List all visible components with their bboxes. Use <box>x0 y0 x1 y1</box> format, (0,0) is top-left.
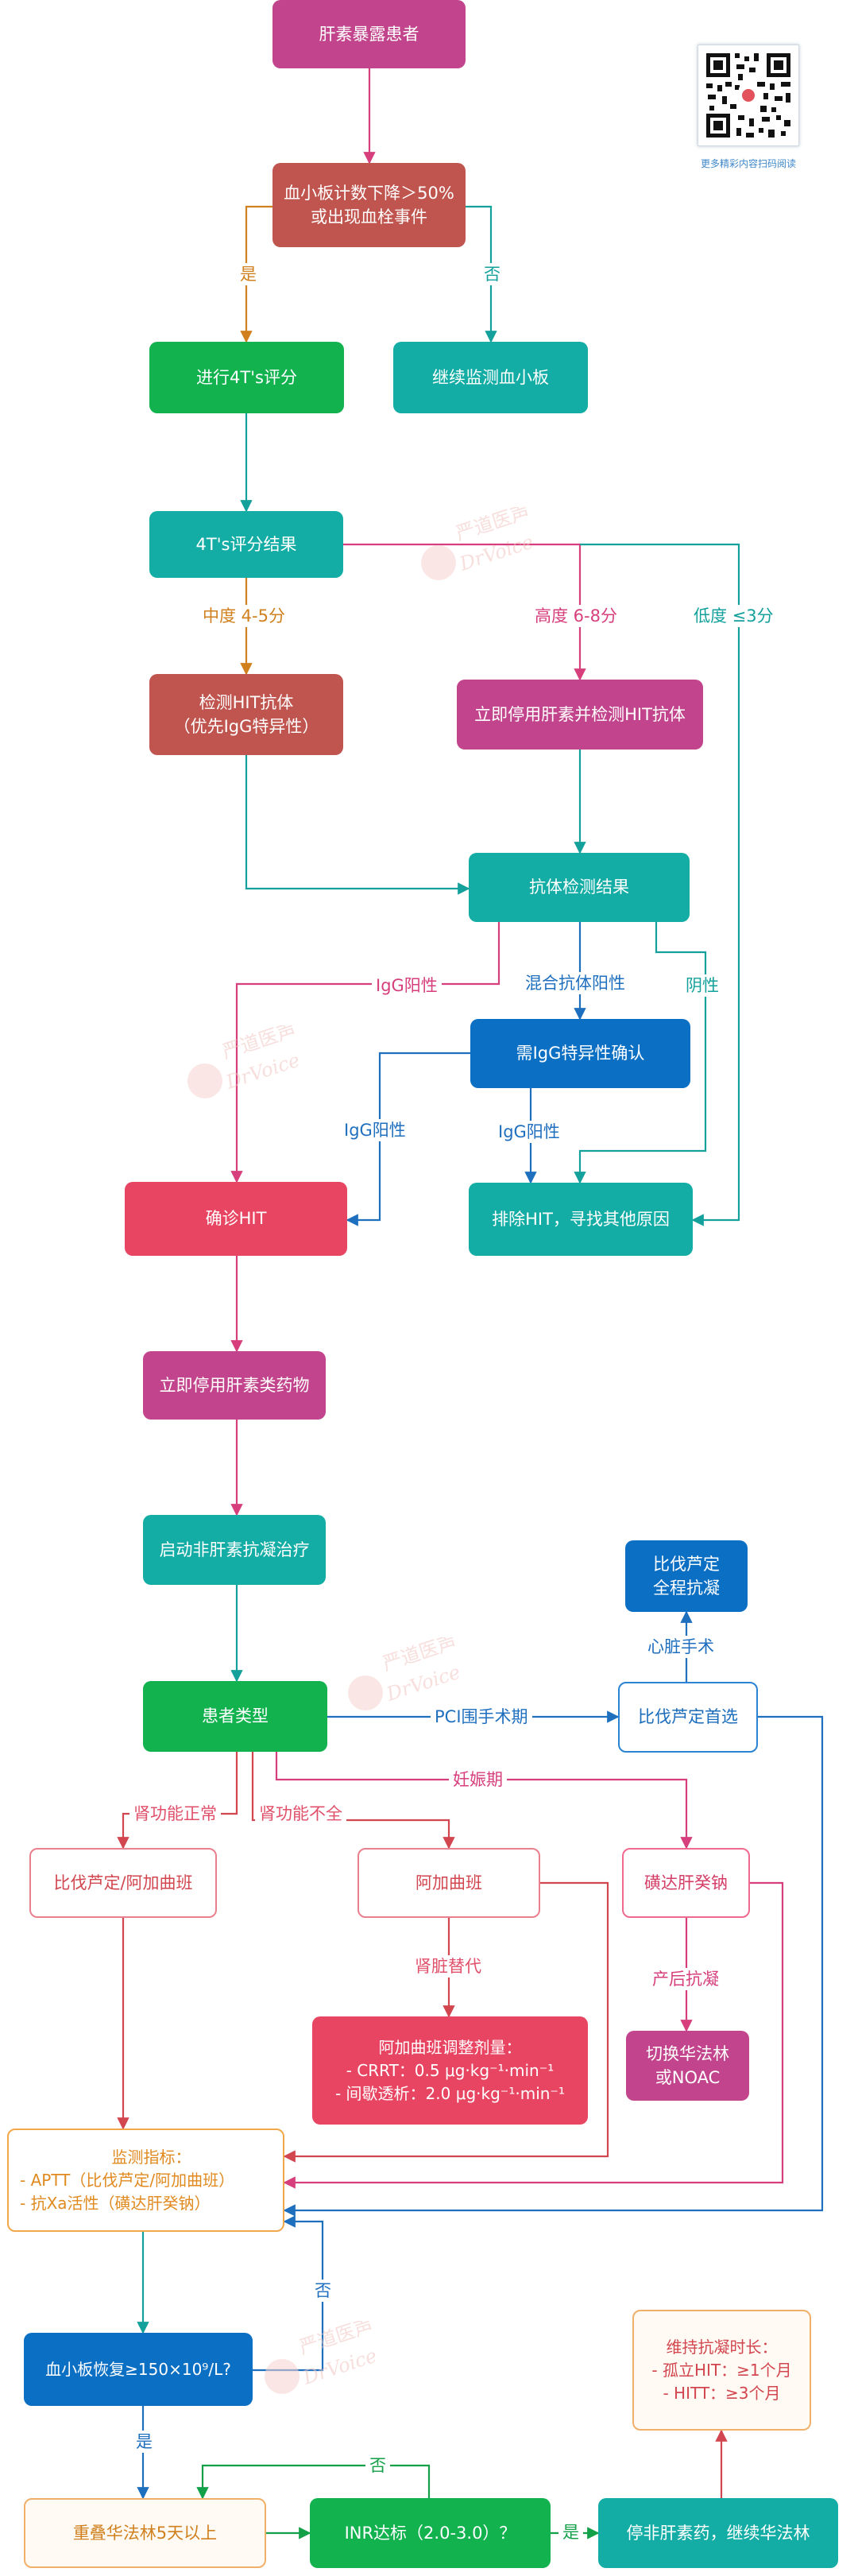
node-stop-heparin-drugs: 立即停用肝素类药物 <box>143 1351 326 1420</box>
edge-label-negative: 阴性 <box>682 974 723 997</box>
node-antibody-result-text: 抗体检测结果 <box>529 877 629 897</box>
node-monitor-platelet-text: 继续监测血小板 <box>432 367 549 387</box>
node-platelet-drop-line2: 或出现血栓事件 <box>311 207 427 227</box>
node-monitor-platelet: 继续监测血小板 <box>393 342 588 413</box>
node-monitor-index-aptt: - APTT（比伐芦定/阿加曲班） <box>20 2170 235 2190</box>
edge-label-renal-insufficient: 肾功能不全 <box>255 1803 346 1825</box>
node-start-text: 肝素暴露患者 <box>319 24 419 44</box>
node-inr: INR达标（2.0-3.0）？ <box>310 2498 551 2568</box>
node-switch-line1: 切换华法林 <box>646 2043 729 2063</box>
node-detect-hit-line2: （优先IgG特异性） <box>173 717 319 736</box>
node-duration-isolated: - 孤立HIT：≥1个月 <box>651 2360 792 2380</box>
node-argatroban-dose: 阿加曲班调整剂量： - CRRT：0.5 μg·kg⁻¹·min⁻¹ - 间歇透… <box>312 2016 588 2125</box>
node-switch-warfarin: 切换华法林 或NOAC <box>626 2031 749 2101</box>
node-argatroban-text: 阿加曲班 <box>415 1873 482 1892</box>
edge-label-mixed-positive: 混合抗体阳性 <box>521 972 629 994</box>
node-platelet-recover-text: 血小板恢复≥150×10⁹/L? <box>45 2359 231 2379</box>
node-start-nonheparin: 启动非肝素抗凝治疗 <box>143 1515 326 1585</box>
node-stop-heparin-detect-text: 立即停用肝素并检测HIT抗体 <box>474 704 686 724</box>
node-duration-title: 维持抗凝时长： <box>666 2337 778 2357</box>
edge-label-high: 高度 6-8分 <box>531 605 621 627</box>
node-confirm-hit: 确诊HIT <box>125 1182 347 1256</box>
node-inr-text: INR达标（2.0-3.0）？ <box>344 2523 516 2543</box>
node-4ts-score: 进行4T's评分 <box>149 342 344 413</box>
node-duration: 维持抗凝时长： - 孤立HIT：≥1个月 - HITT：≥3个月 <box>632 2310 811 2431</box>
edge-label-igg-positive: IgG阳性 <box>372 974 442 997</box>
node-detect-hit-antibody: 检测HIT抗体 （优先IgG特异性） <box>149 674 343 755</box>
node-confirm-hit-text: 确诊HIT <box>205 1209 267 1229</box>
node-argatroban-dose-title: 阿加曲班调整剂量： <box>378 2037 522 2057</box>
node-argatroban: 阿加曲班 <box>358 1848 540 1918</box>
edge-label-yes-3: 是 <box>558 2521 583 2543</box>
node-fondaparinux-text: 磺达肝癸钠 <box>644 1873 728 1892</box>
node-start: 肝素暴露患者 <box>272 0 466 68</box>
node-bival-arga: 比伐芦定/阿加曲班 <box>29 1848 217 1918</box>
node-patient-type: 患者类型 <box>143 1681 327 1752</box>
node-score-result: 4T's评分结果 <box>149 511 343 578</box>
edge-label-renal-normal: 肾功能正常 <box>129 1803 221 1825</box>
edge-label-igg-positive-3: IgG阳性 <box>494 1121 564 1143</box>
qr-code-icon <box>698 45 798 145</box>
node-argatroban-dose-crrt: - CRRT：0.5 μg·kg⁻¹·min⁻¹ <box>346 2060 555 2080</box>
node-platelet-drop: 血小板计数下降＞50% 或出现血栓事件 <box>272 163 466 247</box>
edge-label-cardiac-surgery: 心脏手术 <box>644 1636 718 1658</box>
node-platelet-drop-line1: 血小板计数下降＞50% <box>284 183 454 203</box>
node-exclude-hit-text: 排除HIT，寻找其他原因 <box>492 1209 670 1229</box>
node-switch-line2: 或NOAC <box>655 2068 721 2087</box>
node-stop-heparin-warfarin: 停非肝素药，继续华法林 <box>598 2498 838 2568</box>
node-score-result-text: 4T's评分结果 <box>195 534 297 554</box>
edge-label-pci: PCI围手术期 <box>431 1706 532 1728</box>
node-igg-confirm: 需IgG特异性确认 <box>470 1019 690 1088</box>
node-igg-confirm-text: 需IgG特异性确认 <box>516 1044 645 1063</box>
node-overlap-warfarin: 重叠华法林5天以上 <box>24 2498 266 2568</box>
edge-label-no: 否 <box>480 263 504 285</box>
edge-label-no-3: 否 <box>365 2454 390 2477</box>
qr-caption: 更多精彩内容扫码阅读 <box>700 158 796 169</box>
node-bival-full-line2: 全程抗凝 <box>653 1579 720 1598</box>
node-platelet-recover: 血小板恢复≥150×10⁹/L? <box>24 2333 253 2406</box>
node-patient-type-text: 患者类型 <box>202 1706 269 1726</box>
node-start-nonheparin-text: 启动非肝素抗凝治疗 <box>159 1540 310 1559</box>
node-bival-arga-text: 比伐芦定/阿加曲班 <box>53 1873 193 1892</box>
node-monitor-index-title: 监测指标： <box>111 2147 191 2167</box>
node-argatroban-dose-dialysis: - 间歇透析：2.0 μg·kg⁻¹·min⁻¹ <box>334 2083 565 2103</box>
edge-label-moderate: 中度 4-5分 <box>199 605 289 627</box>
node-exclude-hit: 排除HIT，寻找其他原因 <box>469 1183 693 1256</box>
qr-code[interactable] <box>698 45 799 146</box>
edge-label-yes: 是 <box>236 263 261 285</box>
node-detect-hit-line1: 检测HIT抗体 <box>199 692 294 712</box>
edge-label-postpartum: 产后抗凝 <box>648 1968 723 1990</box>
edge-label-renal-replacement: 肾脏替代 <box>411 1955 485 1978</box>
node-4ts-score-text: 进行4T's评分 <box>196 367 297 387</box>
node-stop-heparin-warfarin-text: 停非肝素药，继续华法林 <box>626 2523 810 2543</box>
edge-label-yes-2: 是 <box>132 2431 157 2453</box>
node-monitor-index-antixa: - 抗Ⅹa活性（磺达肝癸钠） <box>20 2193 211 2213</box>
node-antibody-result: 抗体检测结果 <box>469 853 690 922</box>
node-bival-first: 比伐芦定首选 <box>618 1682 758 1753</box>
node-monitor-index: 监测指标： - APTT（比伐芦定/阿加曲班） - 抗Ⅹa活性（磺达肝癸钠） <box>7 2129 284 2232</box>
edge-label-no-2: 否 <box>311 2280 335 2302</box>
node-bival-first-text: 比伐芦定首选 <box>638 1707 738 1727</box>
node-stop-heparin-drugs-text: 立即停用肝素类药物 <box>159 1375 310 1395</box>
node-stop-heparin-detect: 立即停用肝素并检测HIT抗体 <box>457 680 703 750</box>
node-bival-full-line1: 比伐芦定 <box>653 1554 720 1574</box>
node-bival-full: 比伐芦定 全程抗凝 <box>625 1540 748 1612</box>
edge-label-pregnancy: 妊娠期 <box>449 1768 507 1791</box>
edge-label-igg-positive-2: IgG阳性 <box>340 1119 410 1141</box>
node-overlap-warfarin-text: 重叠华法林5天以上 <box>72 2523 218 2543</box>
node-fondaparinux: 磺达肝癸钠 <box>622 1848 750 1918</box>
node-duration-hitt: - HITT：≥3个月 <box>663 2383 781 2403</box>
edge-label-low: 低度 ≤3分 <box>690 605 778 627</box>
